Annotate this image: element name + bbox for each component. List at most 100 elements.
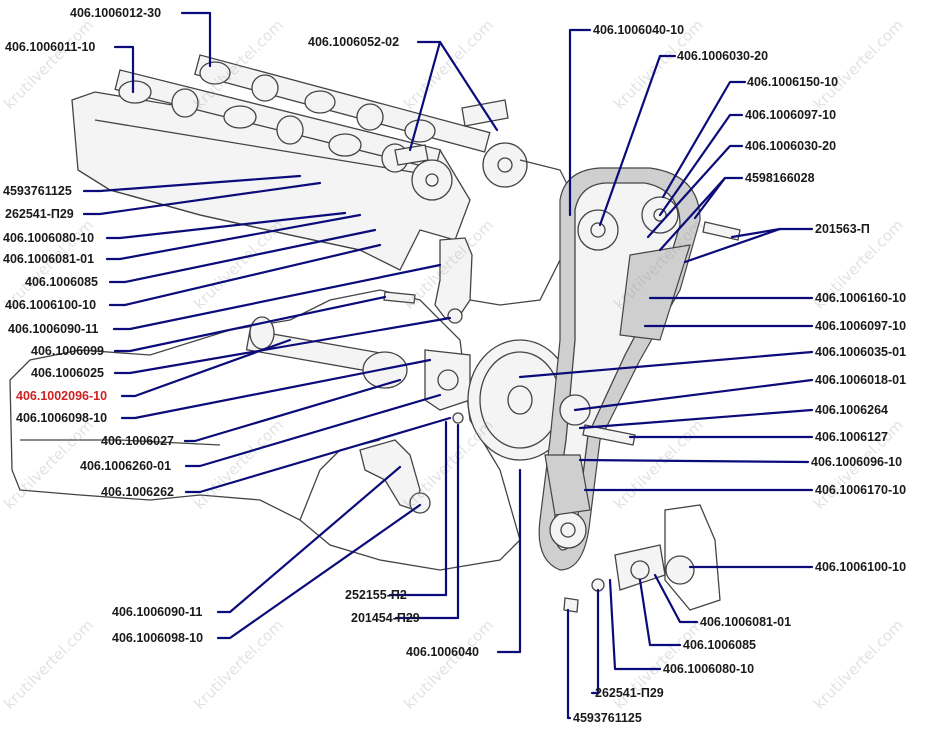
leader-line	[183, 378, 402, 443]
part-labels: 406.1006012-30 406.1006011-10 406.100605…	[3, 6, 906, 725]
leader-line	[658, 176, 727, 252]
leader-line	[216, 503, 422, 640]
part-label: 406.1006262	[101, 485, 174, 499]
leader-line	[496, 468, 522, 654]
part-label: 406.1006027	[101, 434, 174, 448]
bolt	[582, 424, 636, 446]
part-label: 406.1006085	[25, 275, 98, 289]
part-label: 406.1006097-10	[815, 319, 906, 333]
leader-line	[566, 608, 572, 720]
part-label: 406.1006098-10	[16, 411, 107, 425]
leader-line	[105, 211, 347, 240]
part-label: 406.1006090-11	[112, 605, 202, 619]
leader-line	[82, 174, 302, 193]
leader-line	[590, 588, 600, 695]
part-label: 406.1006012-30	[70, 6, 161, 20]
part-label: 4593761125	[573, 711, 642, 725]
chain-guide	[544, 454, 591, 516]
leader-line	[683, 227, 782, 264]
part-label-highlighted: 406.1002096-10	[16, 389, 107, 403]
leader-line	[113, 45, 135, 94]
leader-line	[598, 54, 677, 227]
leader-line	[216, 465, 402, 614]
leader-line	[646, 144, 744, 239]
part-label: 406.1006025	[31, 366, 104, 380]
part-label: 406.1006170-10	[815, 483, 906, 497]
part-label: 406.1006085	[683, 638, 756, 652]
sprocket-flange	[424, 349, 471, 411]
part-label: 406.1006018-01	[815, 373, 906, 387]
cylinder-head-edge	[94, 119, 431, 176]
part-label: 406.1006052-02	[308, 35, 399, 49]
chain-guide	[619, 244, 691, 341]
leader-line	[105, 213, 362, 261]
leader-line	[578, 458, 810, 464]
leader-line	[394, 423, 460, 620]
watermark: krutilvertel.com	[810, 16, 907, 113]
part-label: 4598166028	[745, 171, 815, 185]
part-label: 4593761125	[3, 184, 72, 198]
watermark: krutilvertel.com	[190, 616, 287, 713]
part-label: 406.1006127	[815, 430, 888, 444]
part-label: 406.1006040	[406, 645, 479, 659]
leader-line	[180, 11, 212, 68]
intermediate-shaft	[245, 316, 408, 389]
part-label: 406.1006096-10	[811, 455, 902, 469]
leader-lines	[82, 11, 814, 720]
watermark: krutilvertel.com	[400, 16, 497, 113]
part-label: 406.1006100-10	[5, 298, 96, 312]
part-label: 406.1006030-20	[745, 139, 836, 153]
part-label: 406.1006100-10	[815, 560, 906, 574]
watermark: krutilvertel.com	[400, 416, 497, 513]
part-label: 406.1006160-10	[815, 291, 906, 305]
leader-line	[113, 295, 387, 353]
part-label: 406.1006097-10	[745, 108, 836, 122]
part-label: 252155-П2	[345, 588, 407, 602]
leader-line	[730, 227, 814, 239]
part-label: 406.1006099	[31, 344, 104, 358]
leader-line	[108, 228, 377, 284]
part-label: 406.1006150-10	[747, 75, 838, 89]
part-label: 201563-П	[815, 222, 870, 236]
watermark: krutilvertel.com	[0, 616, 97, 713]
part-label: 201454-П29	[351, 611, 420, 625]
part-label: 406.1006081-01	[3, 252, 94, 266]
part-label: 406.1006080-10	[663, 662, 754, 676]
leader-line	[658, 113, 744, 217]
part-label: 406.1006011-10	[5, 40, 95, 54]
leader-line	[438, 40, 499, 132]
part-label: 262541-П29	[5, 207, 74, 221]
part-label: 406.1006030-20	[677, 49, 768, 63]
bolt	[702, 221, 741, 241]
leader-line	[184, 393, 442, 468]
part-label: 406.1006081-01	[700, 615, 791, 629]
part-label: 406.1006264	[815, 403, 888, 417]
leader-line	[112, 263, 442, 331]
leader-line	[120, 338, 292, 398]
watermark: krutilvertel.com	[810, 616, 907, 713]
leader-line	[113, 316, 452, 375]
leader-line	[608, 578, 662, 671]
leader-line	[518, 350, 814, 379]
leader-line	[108, 243, 382, 307]
cylinder-head-edge	[77, 169, 361, 251]
leader-line	[661, 80, 747, 199]
leader-line	[578, 408, 814, 430]
leader-line	[653, 573, 699, 624]
part-label: 406.1006090-11	[8, 322, 98, 336]
bearing-cap	[394, 144, 429, 166]
leader-line	[388, 420, 448, 597]
part-label: 406.1006040-10	[593, 23, 684, 37]
leader-line	[638, 578, 682, 647]
part-label: 406.1006080-10	[3, 231, 94, 245]
part-label: 262541-П29	[595, 686, 664, 700]
part-label: 406.1006035-01	[815, 345, 906, 359]
leader-line	[573, 378, 814, 412]
watermark: krutilvertel.com	[610, 416, 707, 513]
leader-line	[568, 28, 592, 217]
part-label: 406.1006098-10	[112, 631, 203, 645]
leader-line	[184, 416, 452, 494]
watermark: krutilvertel.com	[400, 616, 497, 713]
leader-line	[82, 181, 322, 216]
